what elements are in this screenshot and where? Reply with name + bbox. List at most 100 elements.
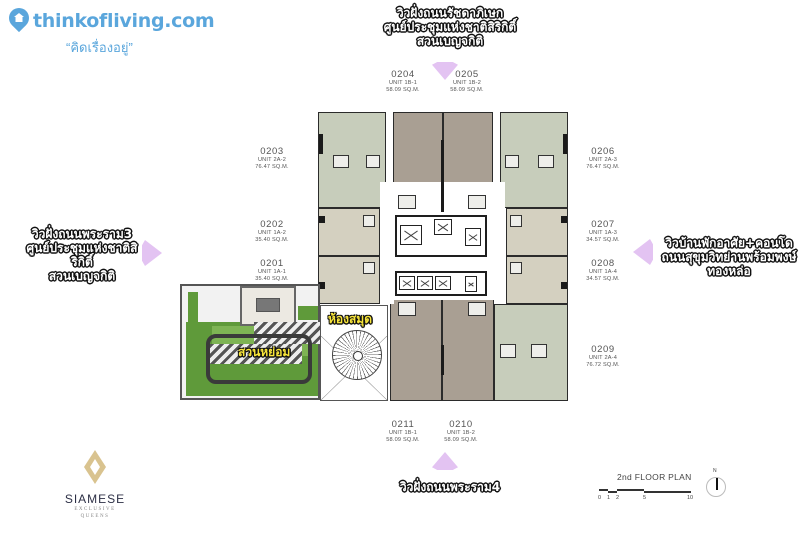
lift-3-icon	[435, 276, 451, 290]
unit-label-0202: 0202 UNIT 1A-2 35.40 SQ.M.	[252, 220, 292, 244]
unit-label-0205: 0205 UNIT 1B-2 58.09 SQ.M.	[447, 70, 487, 94]
unit-label-0203: 0203 UNIT 2A-2 76.47 SQ.M.	[252, 147, 292, 171]
scale-tick: 5	[643, 495, 647, 501]
column	[441, 140, 444, 212]
unit-number: 0201	[260, 258, 284, 269]
unit-label-0210: 0210 UNIT 1B-2 58.09 SQ.M.	[441, 420, 481, 444]
unit-number: 0203	[260, 146, 284, 157]
view-left-line-3: สวนเบญจกิติ	[48, 269, 116, 283]
bathroom	[398, 195, 416, 209]
unit-area: 34.57 SQ.M.	[586, 237, 620, 243]
bathroom	[398, 302, 416, 316]
bathroom	[510, 215, 522, 227]
lawn	[298, 306, 318, 320]
brand-sub-1: EXCLUSIVE	[74, 507, 116, 512]
bathroom	[531, 344, 547, 358]
unit-area: 35.40 SQ.M.	[255, 237, 289, 243]
unit-type: UNIT 1A-1	[257, 269, 287, 275]
rooftop-garden: สวนหย่อม	[180, 284, 320, 400]
unit-number: 0208	[591, 258, 615, 269]
view-wedge-left-icon	[142, 240, 162, 266]
unit-type: UNIT 1B-2	[446, 430, 476, 436]
corridor-left-spine	[380, 182, 394, 304]
unit-number: 0207	[591, 219, 615, 230]
bathroom	[468, 195, 486, 209]
view-right-line-1: วิวบ้านพักอาศัย+คอนโด	[665, 236, 793, 250]
garden-label: สวนหย่อม	[238, 345, 291, 359]
unit-number: 0209	[591, 344, 615, 355]
unit-label-0206: 0206 UNIT 2A-3 76.47 SQ.M.	[583, 147, 623, 171]
column	[319, 134, 323, 154]
column	[563, 134, 567, 154]
column	[319, 282, 325, 289]
unit-number: 0202	[260, 219, 284, 230]
spiral-stair-icon	[332, 330, 382, 380]
view-wedge-bottom-icon	[432, 452, 458, 470]
unit-number: 0204	[391, 69, 415, 80]
diamond-logo-icon	[84, 450, 106, 484]
unit-label-0208: 0208 UNIT 1A-4 34.57 SQ.M.	[583, 259, 623, 283]
scale-seg	[599, 489, 608, 491]
column	[561, 216, 567, 223]
bathroom	[333, 155, 349, 168]
unit-area: 58.09 SQ.M.	[450, 87, 484, 93]
fire-stair-icon	[465, 228, 481, 246]
unit-area: 58.09 SQ.M.	[386, 437, 420, 443]
bathroom	[505, 155, 519, 168]
unit-number: 0211	[391, 419, 415, 430]
view-top-line-3: สวนเบญจกิติ	[416, 34, 484, 48]
brand-name: SIAMESE	[64, 492, 126, 506]
scale-labels: 0 1 2 5 10	[596, 495, 696, 503]
service-lift-icon	[434, 219, 452, 235]
unit-label-0207: 0207 UNIT 1A-3 34.57 SQ.M.	[583, 220, 623, 244]
unit-area: 76.47 SQ.M.	[586, 164, 620, 170]
floor-plan-title: 2nd FLOOR PLAN	[617, 472, 692, 482]
unit-type: UNIT 2A-4	[588, 355, 618, 361]
logo-site-name: thinkofliving.com	[33, 10, 215, 32]
view-bottom-line-1: วิวฝั่งถนนพระราม4	[399, 480, 501, 494]
unit-type: UNIT 2A-2	[257, 157, 287, 163]
brand-sub-2: QUEENS	[80, 514, 110, 519]
bathroom	[363, 262, 375, 274]
unit-type: UNIT 2A-3	[588, 157, 618, 163]
unit-area: 35.40 SQ.M.	[255, 276, 289, 282]
scale-seg	[617, 489, 644, 491]
unit-area: 58.09 SQ.M.	[444, 437, 478, 443]
scale-tick: 1	[607, 495, 611, 501]
scale-tick: 0	[598, 495, 602, 501]
lift-2-icon	[417, 276, 433, 290]
lift-1-icon	[399, 276, 415, 290]
view-wedge-right-icon	[633, 239, 653, 265]
library-label: ห้องสมุด	[328, 312, 373, 326]
view-top-line-1: วิวฝั่งถนนรัชดาภิเษก	[396, 6, 504, 20]
unit-area: 34.57 SQ.M.	[586, 276, 620, 282]
unit-area: 76.47 SQ.M.	[255, 164, 289, 170]
north-label: N	[713, 468, 717, 474]
unit-label-0211: 0211 UNIT 1B-1 58.09 SQ.M.	[383, 420, 423, 444]
unit-number: 0210	[449, 419, 473, 430]
unit-area: 58.09 SQ.M.	[386, 87, 420, 93]
water-feature	[256, 298, 280, 312]
logo-tagline: “คิดเรื่องอยู่”	[66, 40, 133, 55]
column	[441, 345, 444, 375]
thinkofliving-logo: thinkofliving.com “คิดเรื่องอยู่”	[4, 3, 215, 58]
unit-type: UNIT 1A-2	[257, 230, 287, 236]
stair-icon	[400, 225, 422, 245]
bathroom	[363, 215, 375, 227]
north-arrow-icon	[706, 477, 726, 497]
bathroom	[468, 302, 486, 316]
view-label-right: วิวบ้านพักอาศัย+คอนโด ถนนสุขุมวิทย่านพร้…	[658, 236, 800, 278]
unit-number: 0205	[455, 69, 479, 80]
unit-label-0201: 0201 UNIT 1A-1 35.40 SQ.M.	[252, 259, 292, 283]
view-label-bottom: วิวฝั่งถนนพระราม4	[385, 480, 515, 494]
map-pin-house-icon	[4, 3, 34, 34]
view-left-line-1: วิวฝั่งถนนพระราม3	[31, 227, 133, 241]
view-label-left: วิวฝั่งถนนพระราม3 ศูนย์ประชุมแห่งชาติสิร…	[22, 227, 142, 283]
bathroom	[510, 262, 522, 274]
planter-box	[240, 286, 296, 326]
unit-number: 0206	[591, 146, 615, 157]
lift-4-icon	[465, 276, 477, 292]
scale-tick: 2	[616, 495, 620, 501]
unit-label-0204: 0204 UNIT 1B-1 58.09 SQ.M.	[383, 70, 423, 94]
unit-type: UNIT 1A-4	[588, 269, 618, 275]
